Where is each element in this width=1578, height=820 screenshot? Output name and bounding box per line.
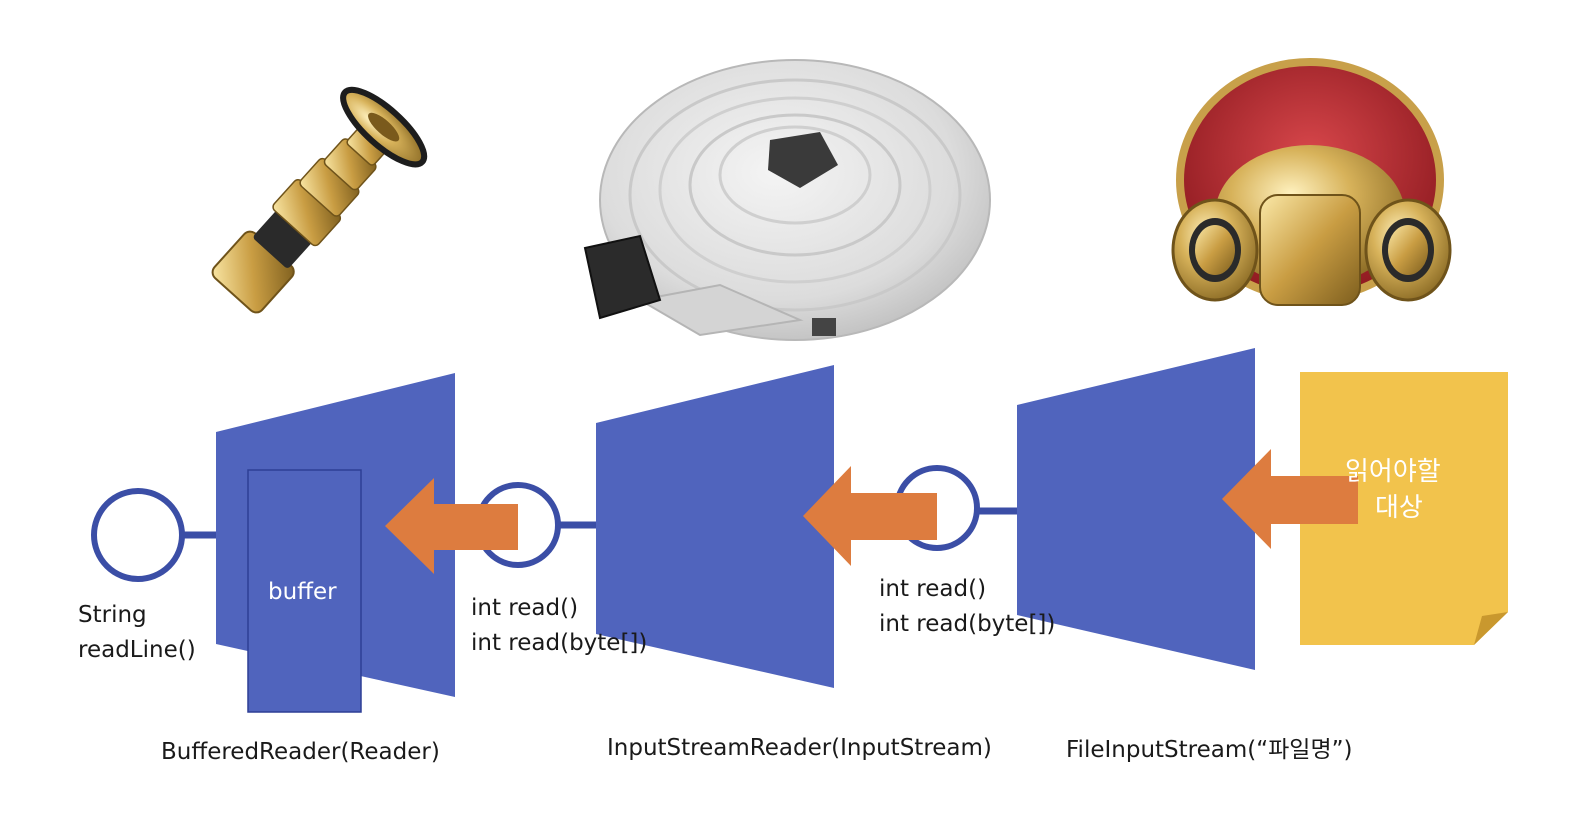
hose-icon	[583, 59, 991, 341]
source-document	[1300, 372, 1508, 645]
file-input-stream-funnel	[1017, 348, 1255, 670]
isr-read-label-line1: int read()	[471, 595, 579, 621]
readline-label-line1: String	[78, 602, 147, 628]
output-port-circle	[91, 488, 185, 582]
arrow-left-icon	[803, 466, 937, 566]
nozzle-icon	[211, 86, 428, 314]
source-label-line2: 대상	[1375, 493, 1423, 523]
arrow-left-icon	[1222, 449, 1358, 549]
source-label-line1: 읽어야할	[1345, 457, 1441, 487]
connection-icon	[1171, 58, 1452, 306]
buffered-reader-caption: BufferedReader(Reader)	[161, 739, 440, 765]
page-curl	[1474, 612, 1508, 645]
isr-read-label-line2: int read(byte[])	[471, 630, 648, 656]
input-stream-reader-caption: InputStreamReader(InputStream)	[607, 735, 992, 761]
buffer-box	[247, 469, 362, 713]
arrow-left-icon	[385, 478, 518, 574]
readline-label-line2: readLine()	[78, 637, 196, 663]
buffer-label: buffer	[268, 579, 337, 605]
fis-read-label-line1: int read()	[879, 576, 987, 602]
input-stream-reader-funnel	[596, 365, 834, 688]
file-input-stream-caption: FileInputStream(“파일명”)	[1066, 737, 1353, 763]
fis-read-label-line2: int read(byte[])	[879, 611, 1056, 637]
